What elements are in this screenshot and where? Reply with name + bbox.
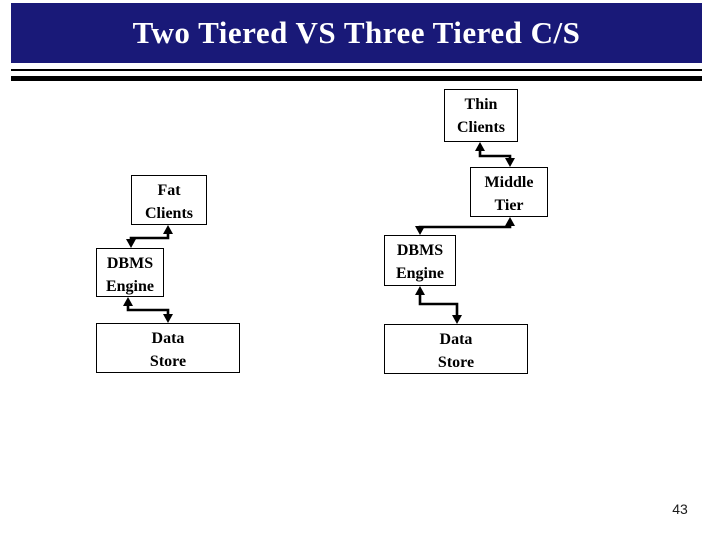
box-dbms-engine-two-tier: DBMS Engine (96, 248, 164, 297)
title-divider-thick (11, 76, 702, 81)
box-dbms-engine-three-tier: DBMS Engine (384, 235, 456, 286)
connector-line (418, 293, 459, 317)
arrowhead-down-icon (126, 239, 136, 248)
box-label-line: Engine (395, 265, 444, 282)
arrowhead-up-icon (123, 297, 133, 306)
connector-line (478, 149, 512, 160)
box-label-line: Clients (145, 205, 193, 222)
box-data-store-three-tier: Data Store (384, 324, 528, 374)
box-label-line: Engine (105, 278, 154, 295)
arrowhead-down-icon (452, 315, 462, 324)
connector-dbms-engine-data-store-left (123, 297, 173, 323)
page-number: 43 (672, 501, 688, 517)
arrowhead-up-icon (163, 225, 173, 234)
box-label-line: Middle (484, 174, 534, 191)
box-label-line: Data (151, 330, 185, 347)
box-label-line: DBMS (396, 242, 444, 259)
box-label-line: Clients (457, 119, 505, 136)
box-label-line: Tier (494, 197, 524, 214)
arrowhead-up-icon (475, 142, 485, 151)
arrowhead-down-icon (163, 314, 173, 323)
box-label-line: Store (437, 354, 475, 371)
arrowhead-down-icon (415, 226, 425, 235)
box-label-line: DBMS (106, 255, 154, 272)
arrowhead-up-icon (505, 217, 515, 226)
title-divider-thin (11, 69, 702, 71)
box-middle-tier: Middle Tier (470, 167, 548, 217)
box-thin-clients: Thin Clients (444, 89, 518, 142)
connector-fat-clients-dbms-engine (126, 225, 173, 248)
connector-line (129, 232, 170, 241)
arrowhead-down-icon (505, 158, 515, 167)
connector-thin-clients-middle-tier (475, 142, 515, 167)
connector-middle-tier-dbms-engine (415, 217, 515, 235)
box-fat-clients: Fat Clients (131, 175, 207, 225)
connector-line (126, 304, 170, 316)
box-label-line: Thin (464, 96, 498, 113)
arrowhead-up-icon (415, 286, 425, 295)
title-bar: Two Tiered VS Three Tiered C/S (11, 3, 702, 63)
box-label-line: Fat (157, 182, 181, 199)
box-data-store-two-tier: Data Store (96, 323, 240, 373)
box-label-line: Data (439, 331, 473, 348)
connector-dbms-engine-data-store-right (415, 286, 462, 324)
box-label-line: Store (149, 353, 187, 370)
connector-line (418, 224, 512, 229)
slide-title: Two Tiered VS Three Tiered C/S (132, 15, 581, 50)
